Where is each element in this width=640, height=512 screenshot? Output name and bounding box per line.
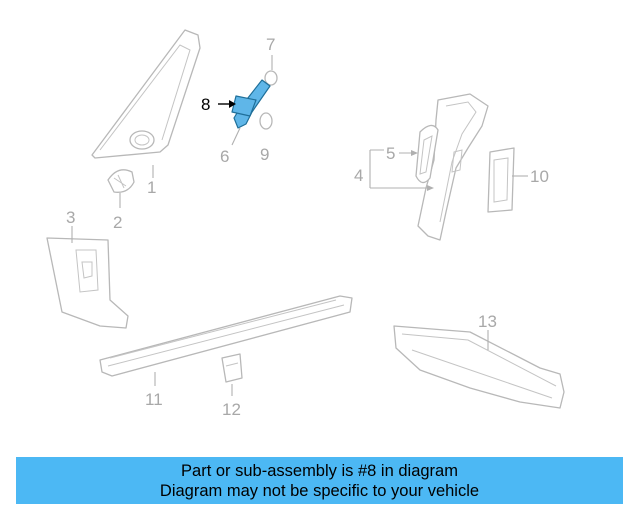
part-11-sill-plate	[99, 295, 353, 377]
part-12-clip	[221, 353, 243, 383]
part-10-trim-cover	[487, 147, 515, 213]
part-7-cap	[264, 70, 278, 86]
part-8-grab-handle	[231, 79, 271, 129]
callout-1: 1	[147, 178, 156, 197]
part-13-step-plate	[393, 325, 565, 409]
callout-2: 2	[113, 213, 122, 232]
callout-3: 3	[66, 208, 75, 227]
leader-8-arrowhead	[229, 100, 236, 108]
callout-10: 10	[530, 167, 549, 186]
callout-4: 4	[354, 166, 363, 185]
leader-5-arrowhead	[411, 150, 418, 156]
leader-6	[231, 127, 241, 146]
part-9-grommet	[259, 112, 273, 130]
info-banner: Part or sub-assembly is #8 in diagram Di…	[16, 457, 623, 504]
callout-5: 5	[386, 144, 395, 163]
part-1-a-pillar-trim	[91, 29, 201, 159]
callout-13: 13	[478, 312, 497, 331]
callout-7: 7	[266, 35, 275, 54]
parts-diagram: 1 2 3 7 8 6 9 4	[46, 29, 565, 419]
part-3-lower-pillar-trim	[46, 237, 129, 329]
callout-11: 11	[145, 390, 163, 409]
leader-4	[369, 149, 432, 189]
part-2-clip	[107, 169, 135, 193]
banner-line-1: Part or sub-assembly is #8 in diagram	[181, 461, 458, 480]
banner-line-2: Diagram may not be specific to your vehi…	[159, 481, 480, 500]
part-5-bezel	[415, 124, 439, 184]
callout-12: 12	[222, 400, 241, 419]
leader-4-arrowhead	[427, 185, 434, 191]
callout-9: 9	[260, 145, 269, 164]
callout-8: 8	[201, 95, 210, 114]
callout-6: 6	[220, 147, 229, 166]
